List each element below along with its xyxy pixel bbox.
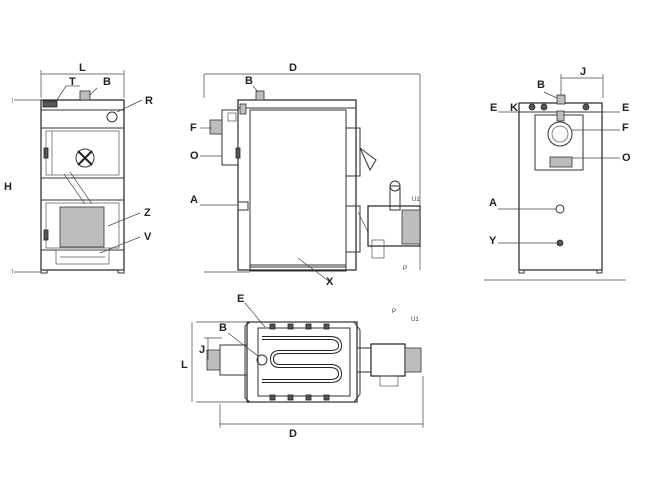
side-view: D B F O A — [190, 62, 421, 288]
side-label-D: D — [289, 62, 297, 74]
top-label-P: P — [392, 309, 396, 315]
top-label-E: E — [237, 293, 244, 305]
rear-label-O: O — [622, 152, 631, 164]
rear-label-F: F — [622, 122, 629, 134]
side-label-F: F — [190, 122, 197, 134]
front-label-R: R — [145, 95, 153, 107]
top-label-D: D — [289, 428, 297, 440]
rear-label-K: K — [510, 102, 518, 114]
side-label-P: P — [403, 266, 407, 272]
rear-label-A: A — [489, 197, 497, 209]
top-label-U1: U1 — [411, 317, 419, 323]
side-label-O: O — [190, 150, 199, 162]
svg-text:˥: ˥ — [11, 99, 13, 105]
top-label-B: B — [219, 322, 227, 334]
rear-view: J B E K E F O A Y — [484, 66, 631, 281]
front-label-Z: Z — [144, 207, 151, 219]
side-label-B: B — [245, 75, 253, 87]
front-label-T: T — [69, 76, 76, 88]
side-label-A: A — [190, 194, 198, 206]
rear-label-B: B — [537, 79, 545, 91]
front-view: L ˥ ˥ H T — [4, 62, 153, 276]
top-label-J: J — [199, 344, 205, 356]
svg-text:˥: ˥ — [11, 270, 13, 276]
front-label-L: L — [79, 62, 86, 74]
rear-label-E-right: E — [622, 102, 629, 114]
front-label-V: V — [144, 231, 152, 243]
front-label-H: H — [4, 181, 12, 193]
side-label-X: X — [326, 276, 334, 288]
rear-label-E-left: E — [490, 102, 497, 114]
rear-label-J: J — [580, 66, 586, 78]
top-label-L: L — [181, 359, 188, 371]
rear-label-Y: Y — [489, 235, 497, 247]
front-label-B: B — [103, 76, 111, 88]
side-label-U1: U1 — [412, 197, 420, 203]
top-view: L J D E B P U1 — [181, 293, 424, 440]
